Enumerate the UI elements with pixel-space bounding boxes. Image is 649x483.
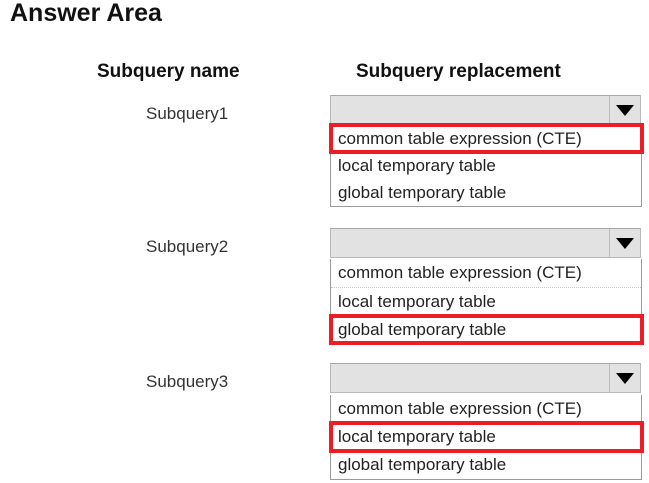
triangle-glyph xyxy=(616,372,634,384)
subquery-name-label: Subquery1 xyxy=(146,104,229,123)
dropdown-option[interactable]: common table expression (CTE) xyxy=(338,399,582,418)
chevron-down-icon[interactable] xyxy=(609,364,640,392)
subquery-name-label: Subquery3 xyxy=(146,372,229,391)
dropdown-option-list: common table expression (CTE) local temp… xyxy=(329,395,644,480)
dropdown-option[interactable]: local temporary table xyxy=(338,156,496,175)
subquery-replacement-combobox[interactable] xyxy=(330,95,641,125)
column-header-subquery-replacement: Subquery replacement xyxy=(356,61,561,82)
dropdown-option[interactable]: global temporary table xyxy=(338,183,507,202)
combobox-selected-value xyxy=(331,96,609,124)
chevron-down-icon[interactable] xyxy=(609,229,640,257)
combobox-selected-value xyxy=(331,229,609,257)
dropdown-option[interactable]: common table expression (CTE) xyxy=(329,123,644,154)
dropdown-option-list: common table expression (CTE) local temp… xyxy=(329,259,644,345)
triangle-glyph xyxy=(616,104,634,116)
dropdown-option[interactable]: local temporary table xyxy=(329,421,644,453)
dropdown-option[interactable]: common table expression (CTE) xyxy=(338,263,582,282)
column-header-subquery-name: Subquery name xyxy=(97,61,240,82)
dropdown-option[interactable]: global temporary table xyxy=(338,455,507,474)
dropdown-option-list: common table expression (CTE) local temp… xyxy=(329,123,644,207)
triangle-glyph xyxy=(616,237,634,249)
dropdown-option[interactable]: local temporary table xyxy=(331,287,641,315)
dropdown-option[interactable]: global temporary table xyxy=(329,314,644,345)
chevron-down-icon[interactable] xyxy=(609,96,640,124)
combobox-selected-value xyxy=(331,364,609,392)
subquery-name-label: Subquery2 xyxy=(146,237,229,256)
subquery-replacement-combobox[interactable] xyxy=(330,363,641,393)
page-title: Answer Area xyxy=(10,0,162,27)
subquery-replacement-combobox[interactable] xyxy=(330,228,641,258)
